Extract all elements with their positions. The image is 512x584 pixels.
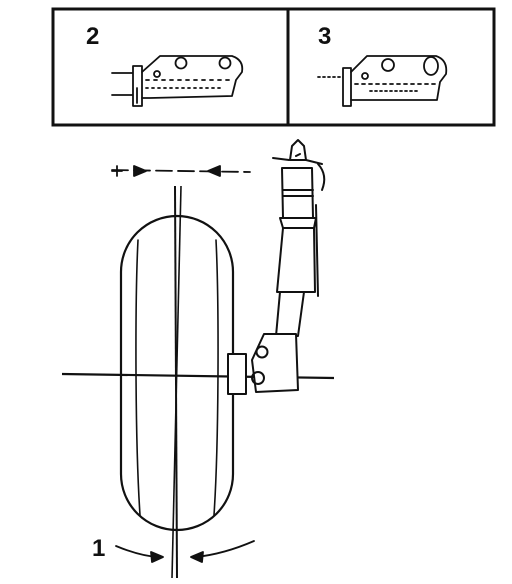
inset-box	[51, 7, 496, 127]
panel-2: 2	[86, 23, 244, 107]
wheel-centre-line	[171, 185, 182, 579]
camber-angle-label: 1	[92, 535, 105, 562]
suspension-strut	[227, 139, 326, 395]
bracket-detail-3	[317, 55, 448, 107]
panel-3-label: 3	[318, 23, 331, 50]
panel-3: 3	[317, 23, 448, 107]
offset-arrow	[111, 165, 251, 177]
camber-angle-indicator	[115, 540, 255, 563]
panel-2-label: 2	[86, 23, 99, 50]
bracket-detail-2	[111, 55, 244, 107]
